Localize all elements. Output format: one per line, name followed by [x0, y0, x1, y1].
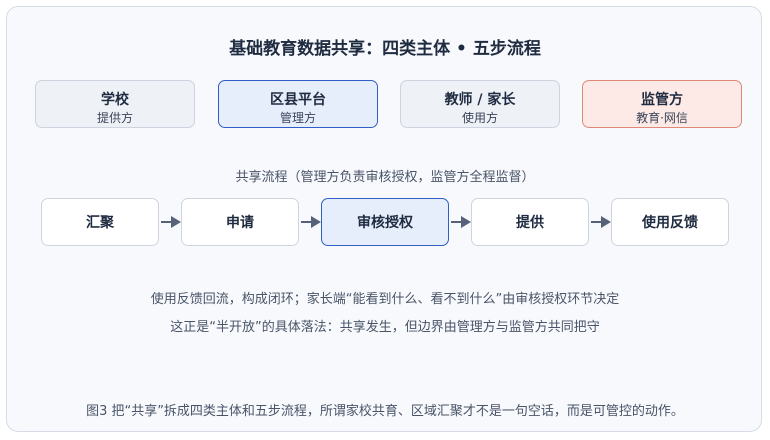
step-aggregate: 汇聚 [41, 198, 159, 246]
arrow-right-icon [451, 216, 471, 228]
arrow-right-icon [591, 216, 611, 228]
figure-caption: 图3 把“共享”拆成四类主体和五步流程，所谓家校共育、区域汇聚才不是一句空话，而… [86, 404, 684, 419]
entity-regulator: 监管方 教育·网信 [582, 80, 742, 128]
entity-name: 教师 / 家长 [444, 92, 516, 108]
entity-role: 提供方 [96, 111, 133, 125]
step-provide: 提供 [471, 198, 589, 246]
arrow-right-icon [161, 216, 181, 228]
entity-role: 使用方 [461, 111, 498, 125]
entity-district-platform: 区县平台 管理方 [218, 80, 378, 128]
flow-caption: 共享流程（管理方负责审核授权，监管方全程监督） [235, 170, 535, 185]
step-review-authorize: 审核授权 [321, 198, 449, 246]
entity-teacher-parent: 教师 / 家长 使用方 [400, 80, 560, 128]
entity-role: 教育·网信 [636, 111, 688, 125]
diagram-title: 基础教育数据共享：四类主体 • 五步流程 [229, 39, 541, 59]
note-semi-open: 这正是“半开放”的具体落法：共享发生，但边界由管理方与监管方共同把守 [170, 320, 600, 335]
arrow-right-icon [301, 216, 321, 228]
step-apply: 申请 [181, 198, 299, 246]
entity-school: 学校 提供方 [35, 80, 195, 128]
note-feedback-loop: 使用反馈回流，构成闭环；家长端“能看到什么、看不到什么”由审核授权环节决定 [150, 292, 620, 307]
entity-name: 区县平台 [270, 92, 326, 108]
entity-name: 学校 [101, 92, 129, 108]
entity-name: 监管方 [641, 92, 683, 108]
entity-role: 管理方 [279, 111, 316, 125]
step-feedback: 使用反馈 [611, 198, 729, 246]
